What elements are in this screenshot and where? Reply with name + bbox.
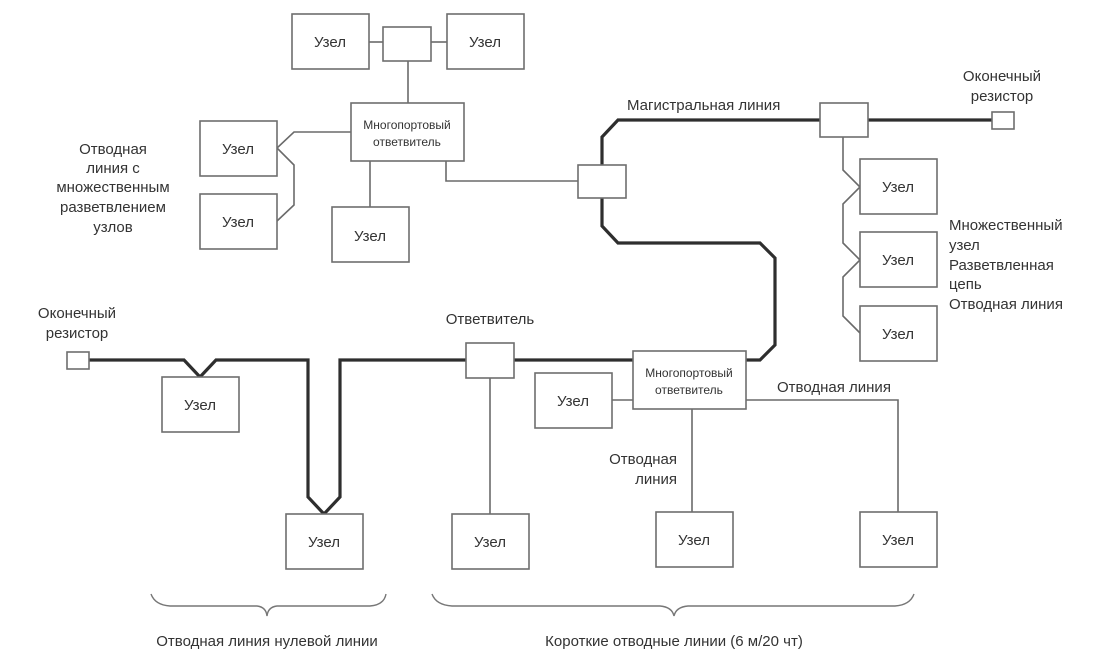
label-drop-line-right: Отводная линия <box>777 379 891 396</box>
trunk-loop-right <box>600 198 777 362</box>
node-label: Узел <box>469 34 501 51</box>
trunk-upper <box>600 118 820 165</box>
link-multiport-main-coupler <box>445 161 578 182</box>
annot-line: Отводная <box>79 141 147 158</box>
node-right-3[interactable]: Узел <box>859 305 938 362</box>
label-brace-right: Короткие отводные линии (6 м/20 чт) <box>545 633 803 650</box>
terminator-right[interactable] <box>991 111 1015 130</box>
drop-multiport-right-node <box>746 399 899 512</box>
node-lower-3[interactable]: Узел <box>451 513 530 570</box>
label-multi-node-right: Множественный узел Разветвленная цепь От… <box>949 217 1063 313</box>
daisy-chain-left <box>275 131 351 222</box>
node-lower-5[interactable]: Узел <box>655 511 734 568</box>
annot-line: Оконечный <box>38 305 116 322</box>
annot-line: Множественный <box>949 217 1063 234</box>
annot-line: Оконечный <box>963 68 1041 85</box>
coupler-right[interactable] <box>819 102 869 138</box>
label-trunk-line: Магистральная линия <box>627 97 780 114</box>
annot-line: резистор <box>46 325 109 342</box>
annot-line: разветвлением <box>60 199 166 216</box>
node-label: Узел <box>882 532 914 549</box>
annot-line: Отводная <box>609 451 677 468</box>
node-label: Узел <box>354 228 386 245</box>
node-label: Узел <box>474 534 506 551</box>
node-label: Узел <box>557 393 589 410</box>
brace-right <box>431 593 915 617</box>
label-brace-left: Отводная линия нулевой линии <box>156 633 378 650</box>
node-label: Узел <box>222 214 254 231</box>
coupler-main[interactable] <box>577 164 627 199</box>
annot-line: Отводная линия <box>949 296 1063 313</box>
drop-lines <box>275 41 899 514</box>
node-left-2[interactable]: Узел <box>199 193 278 250</box>
label-multi-branch-left: Отводная линия с множественным разветвле… <box>56 141 169 236</box>
label-drop-line-center: Отводная линия <box>609 451 677 488</box>
node-right-1[interactable]: Узел <box>859 158 938 215</box>
coupler-top[interactable] <box>382 26 432 62</box>
node-top-right[interactable]: Узел <box>446 13 525 70</box>
annot-line: цепь <box>949 276 982 293</box>
node-label: Узел <box>314 34 346 51</box>
multiport-label-line2: ответвитель <box>655 383 723 397</box>
annot-line: множественным <box>56 179 169 196</box>
node-label: Узел <box>184 397 216 414</box>
multiport-label-line1: Многопортовый <box>363 118 450 132</box>
node-lower-4[interactable]: Узел <box>534 372 613 429</box>
multiport-label-line2: ответвитель <box>373 135 441 149</box>
node-label: Узел <box>882 252 914 269</box>
multiport-label-line1: Многопортовый <box>645 366 732 380</box>
label-terminator-left: Оконечный резистор <box>38 305 116 342</box>
node-lower-2[interactable]: Узел <box>285 513 364 570</box>
trunk-lines <box>89 118 992 517</box>
trunk-lower-left <box>89 358 466 517</box>
node-lower-1[interactable]: Узел <box>161 376 240 433</box>
multiport-coupler-top[interactable]: Многопортовый ответвитель <box>350 102 465 162</box>
node-left-1[interactable]: Узел <box>199 120 278 177</box>
node-label: Узел <box>222 141 254 158</box>
terminator-left[interactable] <box>66 351 90 370</box>
node-lower-6[interactable]: Узел <box>859 511 938 568</box>
annot-line: резистор <box>971 88 1034 105</box>
daisy-chain-right <box>842 137 862 334</box>
node-right-2[interactable]: Узел <box>859 231 938 288</box>
node-label: Узел <box>882 326 914 343</box>
node-label: Узел <box>308 534 340 551</box>
brace-left <box>150 593 387 617</box>
label-coupler: Ответвитель <box>446 311 535 328</box>
annot-line: линия <box>635 471 677 488</box>
annot-line: узел <box>949 237 980 254</box>
node-top-bottom[interactable]: Узел <box>331 206 410 263</box>
node-top-left[interactable]: Узел <box>291 13 370 70</box>
node-label: Узел <box>882 179 914 196</box>
coupler-bottom[interactable] <box>465 342 515 379</box>
annot-line: узлов <box>93 219 132 236</box>
multiport-coupler-bottom[interactable]: Многопортовый ответвитель <box>632 350 747 410</box>
node-label: Узел <box>678 532 710 549</box>
label-terminator-right: Оконечный резистор <box>963 68 1041 105</box>
annot-line: линия с <box>86 160 140 177</box>
annot-line: Разветвленная <box>949 257 1054 274</box>
